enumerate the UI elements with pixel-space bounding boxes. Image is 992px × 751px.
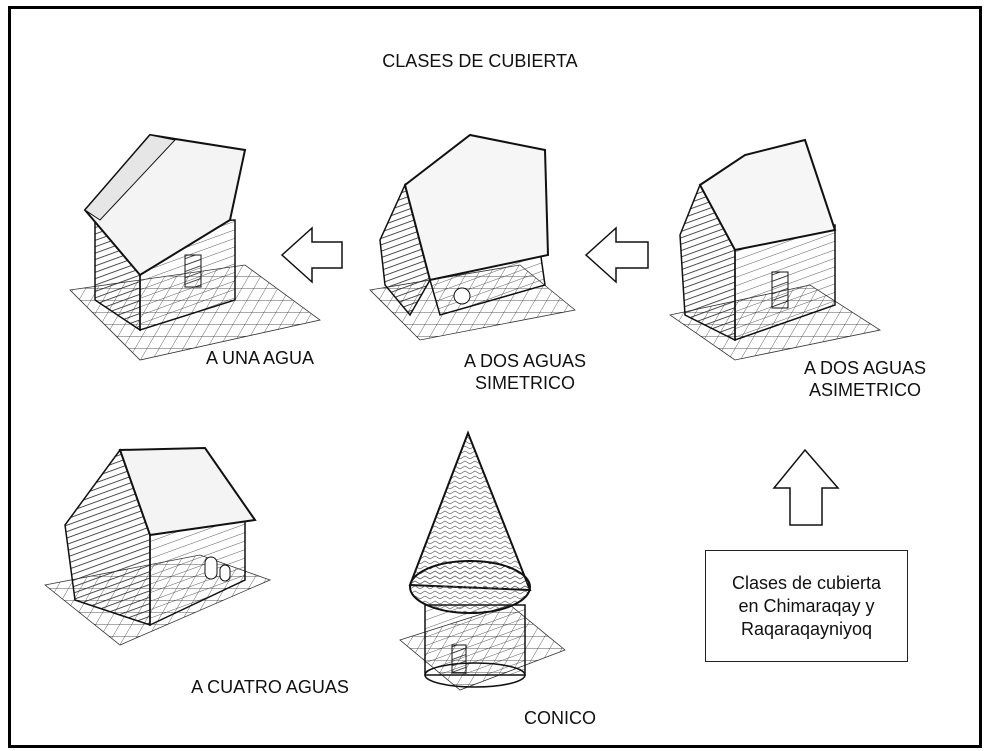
- arrow-up: [772, 448, 840, 526]
- arrow-left-2: [584, 226, 649, 284]
- caption-text: Clases de cubierta en Chimaraqay y Raqar…: [731, 572, 882, 639]
- house-cuatro-aguas: [44, 446, 272, 646]
- arrow-left-1: [280, 226, 343, 284]
- label-una-agua: A UNA AGUA: [205, 348, 315, 368]
- house-dos-aguas-asimetrico: [669, 138, 882, 361]
- caption-box: Clases de cubierta en Chimaraqay y Raqar…: [705, 550, 908, 662]
- figure-title: CLASES DE CUBIERTA: [382, 51, 578, 71]
- house-dos-aguas-simetrico: [369, 133, 576, 341]
- house-conico: [399, 430, 566, 691]
- house-una-agua: [69, 133, 321, 361]
- label-conico: CONICO: [524, 708, 596, 728]
- label-dos-aguas-simetrico: A DOS AGUAS SIMETRICO: [463, 351, 587, 393]
- label-dos-aguas-asimetrico: A DOS AGUAS ASIMETRICO: [803, 358, 927, 400]
- label-cuatro-aguas: A CUATRO AGUAS: [191, 677, 349, 697]
